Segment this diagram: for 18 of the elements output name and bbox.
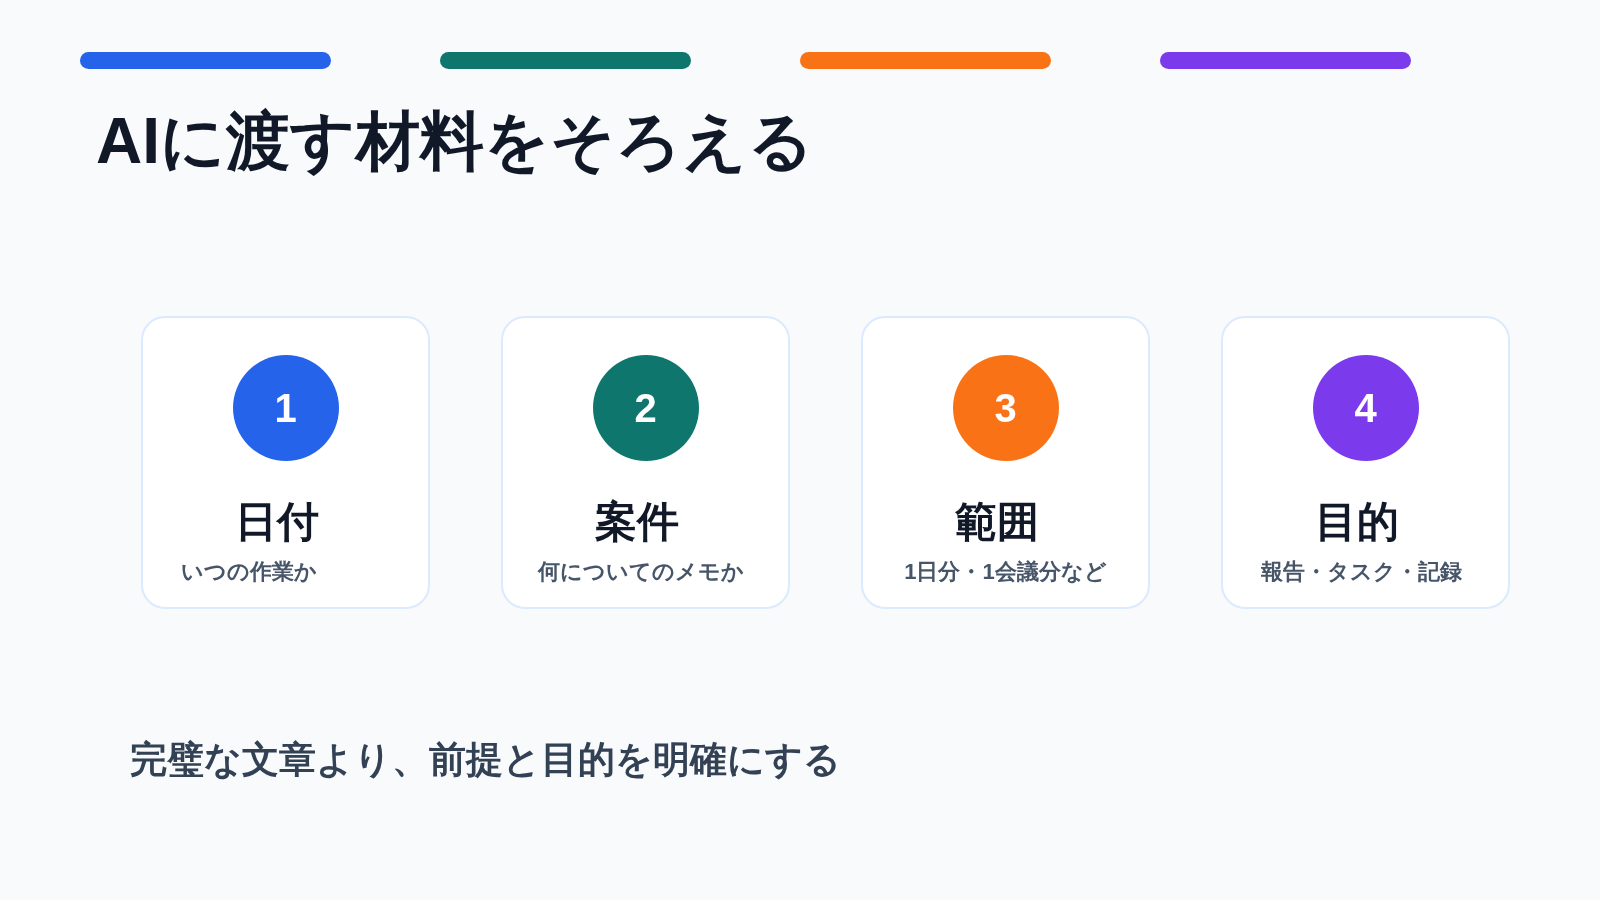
- card-heading: 目的: [1314, 496, 1399, 547]
- card-description: 1日分・1会議分など: [904, 558, 1107, 586]
- card-description: いつの作業か: [180, 558, 317, 586]
- card: [861, 316, 1150, 609]
- card-description: 報告・タスク・記録: [1261, 558, 1462, 586]
- card-heading: 範囲: [954, 496, 1039, 547]
- number-circle: 1: [232, 355, 339, 461]
- card: [501, 316, 790, 609]
- title: AIに渡す材料をそろえる: [96, 106, 814, 177]
- number-circle: 4: [1312, 355, 1419, 461]
- card: [141, 316, 430, 609]
- summary-text: 完璧な文章より、前提と目的を明確にする: [130, 739, 841, 782]
- card-heading: 日付: [234, 496, 319, 547]
- number-circle: 3: [952, 355, 1059, 461]
- card-heading: 案件: [594, 496, 679, 547]
- card-description: 何についてのメモか: [537, 558, 744, 586]
- number-circle: 2: [592, 355, 699, 461]
- card: [1221, 316, 1510, 609]
